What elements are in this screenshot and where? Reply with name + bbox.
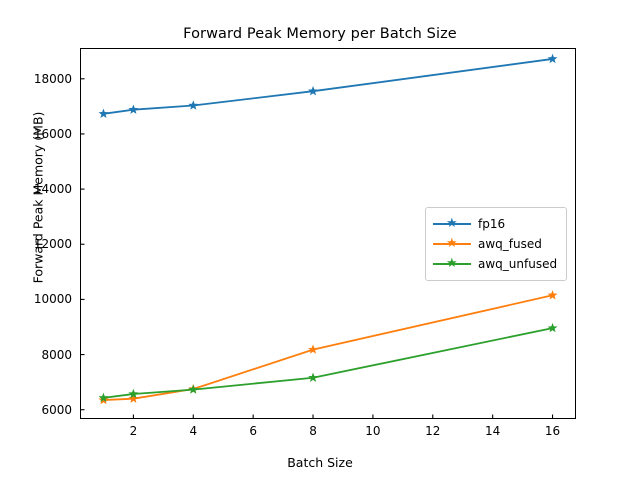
x-axis-label: Batch Size: [287, 455, 353, 470]
x-tick-label: 2: [129, 424, 138, 438]
legend-line: [433, 263, 471, 265]
y-tick-label: 16000: [33, 126, 72, 141]
series-line: [103, 58, 553, 115]
data-point-marker: [128, 388, 139, 399]
legend-swatch: ★: [433, 217, 471, 231]
series-fp16: [98, 53, 558, 119]
data-point-marker: [128, 393, 139, 403]
data-point-marker: [308, 372, 318, 382]
x-tick-label: 14: [485, 424, 501, 438]
legend-item-awq_fused[interactable]: ★ awq_fused: [433, 234, 557, 254]
legend-line: [433, 243, 471, 245]
legend-label: awq_unfused: [478, 257, 558, 271]
star-marker-icon: ★: [446, 236, 458, 251]
star-marker-icon: ★: [446, 256, 458, 271]
data-point-marker: [308, 344, 318, 354]
x-tick-label: 4: [189, 424, 198, 438]
chart-title: Forward Peak Memory per Batch Size: [183, 26, 457, 42]
y-tick-label: 8000: [41, 347, 72, 362]
data-point-marker: [547, 290, 558, 300]
y-axis-label: Forward Peak Memory (MB): [30, 111, 46, 284]
series-awq_unfused: [98, 322, 558, 403]
legend-label: fp16: [478, 217, 506, 231]
legend-item-fp16[interactable]: ★ fp16: [433, 214, 557, 234]
data-point-marker: [308, 86, 318, 96]
data-point-marker: [547, 53, 558, 64]
series-line: [103, 294, 553, 401]
x-tick-label: 16: [544, 424, 561, 438]
legend-label: awq_fused: [478, 237, 542, 251]
legend-item-awq_unfused[interactable]: ★ awq_unfused: [433, 254, 557, 274]
chart-legend: ★ fp16 ★ awq_fused ★ awq_unfused: [425, 207, 568, 281]
y-tick-label: 12000: [33, 237, 72, 252]
data-point-marker: [128, 104, 139, 114]
legend-swatch: ★: [433, 237, 471, 251]
y-tick-label: 14000: [33, 182, 72, 197]
x-tick-label: 12: [425, 424, 441, 438]
y-tick-label: 10000: [33, 292, 72, 307]
x-tick-label: 8: [309, 424, 317, 438]
data-point-marker: [188, 384, 199, 394]
x-tick-label: 6: [249, 424, 257, 438]
plot-svg: [81, 53, 558, 418]
series-line: [103, 327, 553, 399]
series-awq_fused: [98, 290, 558, 405]
legend-swatch: ★: [433, 257, 471, 271]
data-point-marker: [547, 322, 558, 333]
y-tick-label: 18000: [33, 71, 72, 86]
data-point-marker: [98, 108, 109, 119]
data-point-marker: [188, 100, 199, 110]
x-tick-label: 10: [365, 424, 381, 438]
data-point-marker: [98, 392, 109, 403]
plot-area: [80, 48, 576, 419]
y-tick-label: 6000: [41, 402, 72, 417]
legend-line: [433, 223, 471, 225]
star-marker-icon: ★: [446, 216, 458, 231]
